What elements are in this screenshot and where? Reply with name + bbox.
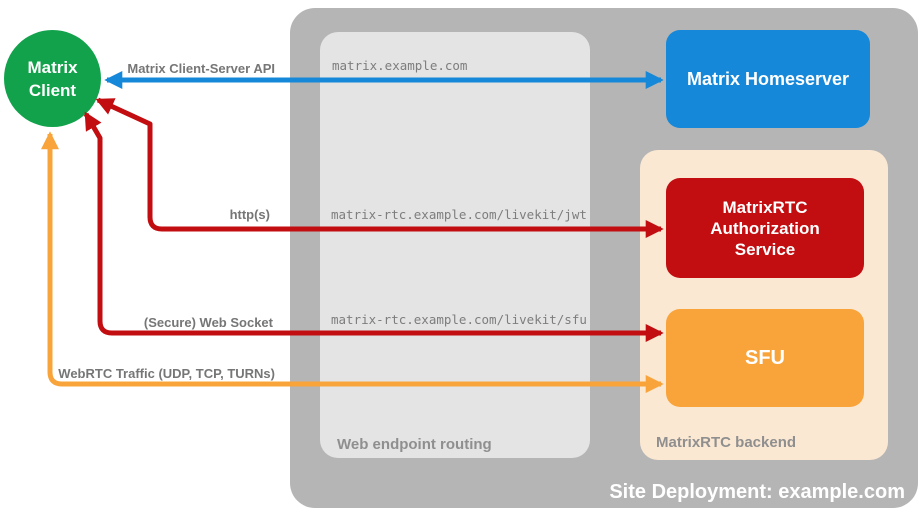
websocket-arrow-label: (Secure) Web Socket — [143, 315, 273, 330]
matrix-client-node: Matrix Client — [4, 30, 101, 127]
matrix-endpoint-url: matrix.example.com — [332, 58, 468, 73]
livekit-sfu-endpoint-url: matrix-rtc.example.com/livekit/sfu — [331, 312, 587, 327]
https-arrow-label: http(s) — [229, 207, 270, 222]
webrtc-traffic-arrow-label: WebRTC Traffic (UDP, TCP, TURNs) — [58, 366, 275, 381]
sfu-node: SFU — [666, 309, 864, 407]
sfu-label: SFU — [745, 346, 785, 369]
matrixrtc-authorization-service-node: MatrixRTC Authorization Service — [666, 178, 864, 278]
matrixrtc-backend-label: MatrixRTC backend — [656, 434, 797, 451]
matrixrtc-authorization-service-label: MatrixRTC Authorization Service — [710, 197, 820, 259]
matrix-homeserver-label: Matrix Homeserver — [686, 68, 850, 89]
matrix-client-label: Matrix Client — [27, 57, 78, 100]
site-deployment-label: Site Deployment: example.com — [609, 481, 905, 503]
matrix-homeserver-node: Matrix Homeserver — [666, 30, 870, 128]
web-endpoint-routing-label: Web endpoint routing — [337, 436, 492, 453]
client-server-api-arrow-label: Matrix Client-Server API — [127, 61, 275, 76]
livekit-jwt-endpoint-url: matrix-rtc.example.com/livekit/jwt — [331, 207, 587, 222]
web-endpoint-routing-zone: Web endpoint routing — [320, 32, 590, 458]
